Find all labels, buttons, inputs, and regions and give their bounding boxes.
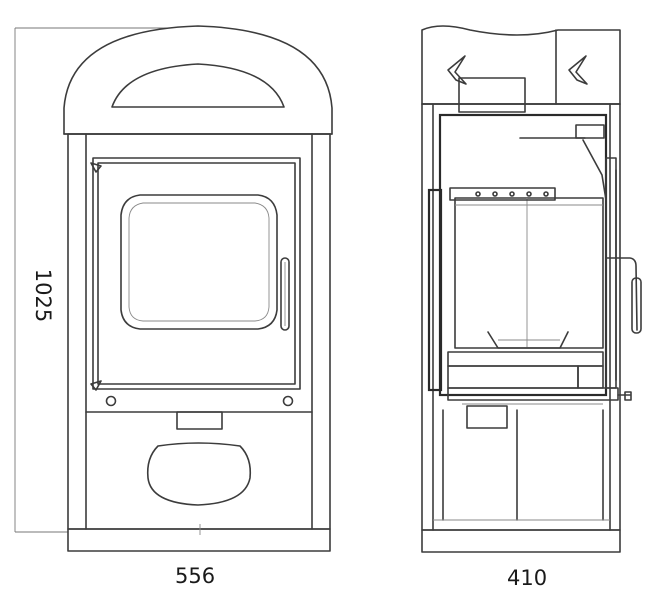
baffle <box>519 124 607 201</box>
grate <box>447 331 604 367</box>
side-body <box>421 103 621 531</box>
height-dimension-guide <box>14 27 170 533</box>
side-view <box>421 25 642 553</box>
stove-crown <box>63 25 333 135</box>
door-bolts <box>105 395 294 407</box>
side-door-frame <box>427 157 617 392</box>
side-base <box>421 529 621 553</box>
door-handle <box>280 257 290 331</box>
height-dimension-label: 1025 <box>31 268 56 323</box>
ash-compartment <box>146 411 252 506</box>
front-view <box>14 25 333 552</box>
side-crown <box>421 25 621 105</box>
ash-pan <box>447 365 632 401</box>
stove-door <box>90 157 301 391</box>
lower-compartment <box>433 403 610 521</box>
stove-base <box>67 524 331 552</box>
depth-dimension-label: 410 <box>507 566 548 590</box>
width-dimension-label: 556 <box>175 564 216 588</box>
firebox <box>438 113 608 397</box>
air-inlet-bar <box>449 187 556 201</box>
stove-body <box>67 133 331 530</box>
flue-collar <box>458 77 526 113</box>
side-handle <box>605 257 642 334</box>
